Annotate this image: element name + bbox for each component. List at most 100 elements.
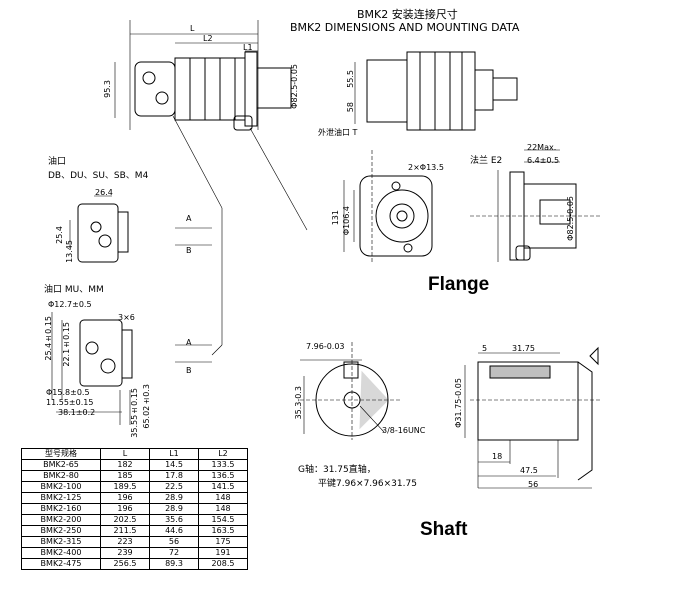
- dim-6-4: 6.4±0.5: [527, 156, 560, 165]
- dim-35-55: 35.55±0.15: [130, 388, 139, 438]
- dim-58: 58: [346, 102, 355, 113]
- table-cell: 239: [100, 547, 150, 559]
- dim-25-4: 25.4: [55, 226, 64, 244]
- port-block-2: [51, 312, 212, 425]
- table-cell: 35.6: [149, 514, 199, 526]
- port-b-2: B: [186, 366, 192, 375]
- dim-35-3: 35.3-0.3: [294, 386, 303, 420]
- thread-label: 3/8-16UNC: [382, 426, 426, 435]
- table-cell: BMK2-315: [21, 536, 101, 548]
- dim-L2: L2: [203, 34, 213, 43]
- dim-7-96: 7.96-0.03: [306, 342, 345, 351]
- table-cell: 22.5: [149, 481, 199, 493]
- dim-5: 5: [482, 344, 488, 353]
- port-list-1: DB、DU、SU、SB、M4: [48, 171, 149, 181]
- shaft-side-view: [464, 346, 600, 489]
- table-cell: 17.8: [149, 470, 199, 482]
- dim-95-3: 95.3: [103, 80, 112, 98]
- dim-22-max: 22Max.: [527, 143, 557, 152]
- table-cell: 182: [100, 459, 150, 471]
- dim-25-4-b: 25.4±0.15: [44, 316, 53, 361]
- table-cell: 202.5: [100, 514, 150, 526]
- dim-18: 18: [492, 452, 503, 461]
- flange-heading: Flange: [428, 274, 490, 295]
- shaft-note-1: G轴：31.75直轴，: [298, 465, 376, 475]
- table-cell: 163.5: [198, 525, 248, 537]
- dim-phi12-7: Φ12.7±0.5: [48, 300, 92, 309]
- port-b-1: B: [186, 246, 192, 255]
- dim-47-5: 47.5: [520, 466, 538, 475]
- table-cell: 56: [149, 536, 199, 548]
- flange-side-view: [470, 149, 600, 262]
- table-cell: 136.5: [198, 470, 248, 482]
- flange-e2-label: 法兰 E2: [470, 156, 503, 166]
- motor-side-view: [129, 20, 292, 131]
- table-header-row: 型号规格 L L1 L2: [21, 448, 248, 460]
- table-cell: BMK2-200: [21, 514, 101, 526]
- table-cell: 141.5: [198, 481, 248, 493]
- dim-2x13-5: 2×Φ13.5: [408, 163, 444, 172]
- table-cell: BMK2-80: [21, 470, 101, 482]
- port-a-2: A: [186, 338, 192, 347]
- port-label-1: 油口: [48, 157, 67, 167]
- table-cell: BMK2-400: [21, 547, 101, 559]
- title-chinese: BMK2 安装连接尺寸: [357, 8, 458, 21]
- table-cell: 28.9: [149, 492, 199, 504]
- table-cell: BMK2-475: [21, 558, 101, 570]
- table-cell: 185: [100, 470, 150, 482]
- table-cell: BMK2-100: [21, 481, 101, 493]
- dim-phi106-4: Φ106.4: [342, 206, 351, 236]
- table-cell: 133.5: [198, 459, 248, 471]
- table-cell: 14.5: [149, 459, 199, 471]
- shaft-section-view: [300, 342, 400, 440]
- port-block-1: [69, 195, 212, 263]
- header-model: 型号规格: [21, 448, 101, 460]
- dim-11-55: 11.55±0.15: [46, 398, 94, 407]
- dim-L1: L1: [243, 43, 253, 52]
- table-cell: 191: [198, 547, 248, 559]
- table-cell: 148: [198, 492, 248, 504]
- dim-phi31-75: Φ31.75-0.05: [454, 378, 463, 428]
- header-L2: L2: [198, 448, 248, 460]
- table-cell: 148: [198, 503, 248, 515]
- dim-26-4: 26.4: [95, 188, 113, 197]
- table-cell: 223: [100, 536, 150, 548]
- motor-right-view: [354, 51, 518, 131]
- dim-13-45: 13.45: [65, 240, 74, 263]
- table-cell: BMK2-250: [21, 525, 101, 537]
- table-cell: 196: [100, 492, 150, 504]
- table-cell: 72: [149, 547, 199, 559]
- table-cell: 89.3: [149, 558, 199, 570]
- table-cell: 189.5: [100, 481, 150, 493]
- port-a-1: A: [186, 214, 192, 223]
- title-english: BMK2 DIMENSIONS AND MOUNTING DATA: [290, 21, 520, 34]
- table-cell: 175: [198, 536, 248, 548]
- table-cell: 154.5: [198, 514, 248, 526]
- table-cell: 256.5: [100, 558, 150, 570]
- port-label-2: 油口 MU、MM: [44, 285, 104, 295]
- table-cell: BMK2-160: [21, 503, 101, 515]
- dim-phi82-5-b: Φ82.5-0.05: [566, 196, 575, 241]
- table-cell: 211.5: [100, 525, 150, 537]
- shaft-note-2: 平键7.96×7.96×31.75: [318, 479, 417, 489]
- dim-55-5: 55.5: [346, 70, 355, 88]
- flange-front-view: [343, 150, 433, 262]
- table-cell: 28.9: [149, 503, 199, 515]
- dim-56: 56: [528, 480, 539, 489]
- table-cell: BMK2-65: [21, 459, 101, 471]
- dim-65-02: 65.02±0.3: [142, 384, 151, 429]
- dim-22-1: 22.1±0.15: [62, 322, 71, 367]
- dim-phi15-8: Φ15.8±0.5: [46, 388, 90, 397]
- dim-phi82-5: Φ82.5-0.05: [290, 64, 299, 109]
